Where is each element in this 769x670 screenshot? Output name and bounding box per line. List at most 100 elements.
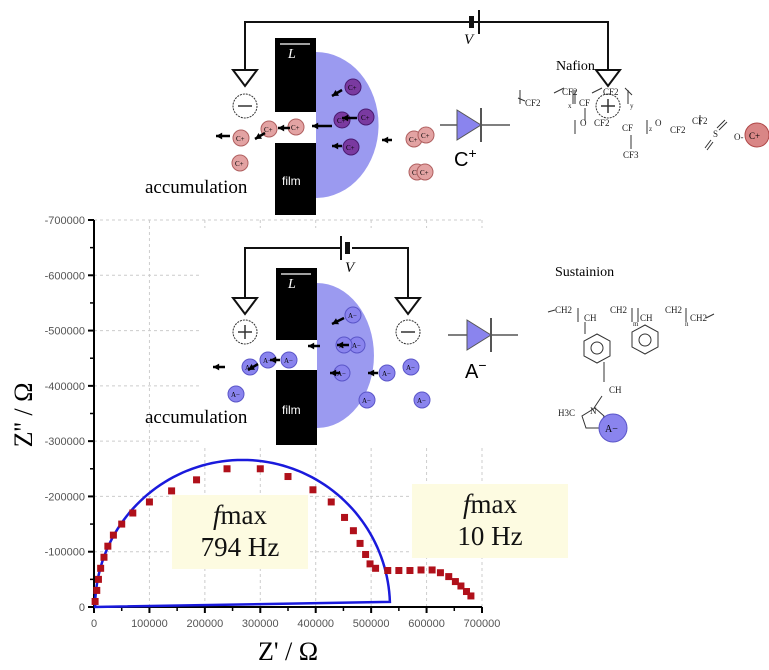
arrow-head — [312, 122, 319, 130]
svg-text:z: z — [649, 125, 652, 133]
svg-text:CF3: CF3 — [623, 150, 639, 160]
sustainion-diagram: V L film accumulation A−A−A−A−A−A−A−A−A−… — [145, 228, 769, 448]
accumulation-label: accumulation — [145, 177, 248, 198]
svg-text:CH2: CH2 — [610, 305, 627, 315]
diode-icon — [466, 319, 492, 351]
data-point — [93, 586, 101, 594]
data-point — [309, 486, 317, 494]
x-axis-title: Z' / Ω — [258, 637, 318, 666]
data-point — [406, 567, 414, 575]
annotation-frequency: 10 Hz — [457, 521, 523, 551]
ion-label: C+ — [361, 114, 370, 122]
data-point — [445, 573, 453, 581]
voltage-label: V — [345, 260, 356, 276]
svg-text:CH: CH — [609, 385, 622, 395]
ion-label: A− — [231, 391, 240, 399]
data-point — [462, 588, 470, 596]
nafion-diagram: V L film accumulation C+C+C+C+C+C+C+C+C+… — [145, 0, 769, 215]
counter-cation-label: C+ — [749, 131, 760, 141]
y-tick-label: -400000 — [45, 381, 85, 393]
ion — [402, 358, 420, 376]
data-point — [168, 487, 176, 495]
arrow-head — [382, 136, 389, 144]
y-tick-labels: 0-100000-200000-300000-400000-500000-600… — [45, 215, 85, 614]
battery-icon — [469, 16, 474, 28]
arrow-head — [332, 89, 339, 96]
x-tick-label: 700000 — [464, 618, 501, 630]
svg-text:CF2: CF2 — [692, 116, 708, 126]
ion-label: A− — [337, 370, 346, 378]
data-point — [356, 539, 364, 547]
data-point — [362, 550, 370, 558]
counter-cation — [744, 122, 769, 148]
arrow-head — [278, 124, 285, 132]
ion-label: C+ — [412, 169, 421, 177]
data-point — [104, 542, 112, 550]
battery-icon — [345, 242, 350, 254]
data-point — [91, 597, 99, 605]
x-tick-label: 300000 — [242, 618, 279, 630]
svg-text:CF2: CF2 — [594, 118, 610, 128]
ion-label: A− — [417, 397, 426, 405]
svg-text:O: O — [655, 118, 662, 128]
svg-text:N: N — [590, 406, 597, 416]
voltage-label: V — [464, 32, 475, 48]
polymer-name: Nafion — [556, 59, 595, 74]
svg-text:CH: CH — [584, 313, 597, 323]
cation-group: C+C+C+C+C+C+C+C+C+C+C+C+ — [216, 78, 435, 181]
length-label: L — [287, 277, 296, 292]
film-lower — [275, 143, 316, 215]
data-point — [372, 564, 380, 572]
ion — [231, 154, 249, 172]
film-label: film — [282, 403, 301, 417]
y-tick-label: -600000 — [45, 270, 85, 282]
data-point — [349, 527, 357, 535]
data-point — [366, 560, 374, 568]
ion-label: C+ — [348, 84, 357, 92]
ion-label: A− — [382, 370, 391, 378]
counter-anion — [598, 413, 628, 443]
data-point — [129, 509, 137, 517]
ion-label: A− — [284, 357, 293, 365]
annotation-max-text: max — [220, 500, 268, 530]
svg-text:S: S — [713, 129, 718, 139]
ion-label: A− — [263, 357, 272, 365]
diode-label: A− — [465, 357, 487, 383]
x-tick-label: 0 — [91, 618, 97, 630]
arrow-head — [308, 342, 315, 350]
y-tick-label: -500000 — [45, 326, 85, 338]
ion — [227, 385, 245, 403]
svg-text:H3C: H3C — [558, 408, 575, 418]
arrow-head — [330, 369, 337, 377]
arrow-head — [332, 142, 339, 150]
ion-label: C+ — [291, 124, 300, 132]
arrow-head — [332, 318, 339, 325]
svg-text:y: y — [630, 102, 634, 110]
data-point — [223, 465, 231, 473]
ion — [413, 391, 431, 409]
annotation-fmax-10: fmax 10 Hz — [412, 484, 568, 558]
diode-label: C+ — [454, 145, 477, 171]
arrow-head — [337, 341, 344, 349]
data-point — [100, 553, 108, 561]
anion-group: A−A−A−A−A−A−A−A−A−A−A−A− — [213, 306, 431, 409]
ion-label: C+ — [421, 132, 430, 140]
length-label: L — [287, 47, 296, 62]
arrow-head — [213, 363, 220, 371]
svg-text:CF2: CF2 — [525, 98, 541, 108]
x-tick-label: 400000 — [297, 618, 334, 630]
data-point — [256, 465, 264, 473]
svg-text:CF2: CF2 — [562, 87, 578, 97]
data-point — [395, 567, 403, 575]
annotation-fmax-794: fmax 794 Hz — [172, 495, 308, 569]
ion-label: A− — [352, 342, 361, 350]
svg-text:CF2: CF2 — [603, 87, 619, 97]
data-point — [341, 513, 349, 521]
ion — [344, 78, 362, 96]
svg-text:CH2: CH2 — [665, 305, 682, 315]
ion-label: C+ — [346, 144, 355, 152]
data-point — [97, 564, 105, 572]
annotation-f-symbol: f — [462, 489, 471, 519]
ion-label: C+ — [235, 160, 244, 168]
data-point — [284, 473, 292, 481]
